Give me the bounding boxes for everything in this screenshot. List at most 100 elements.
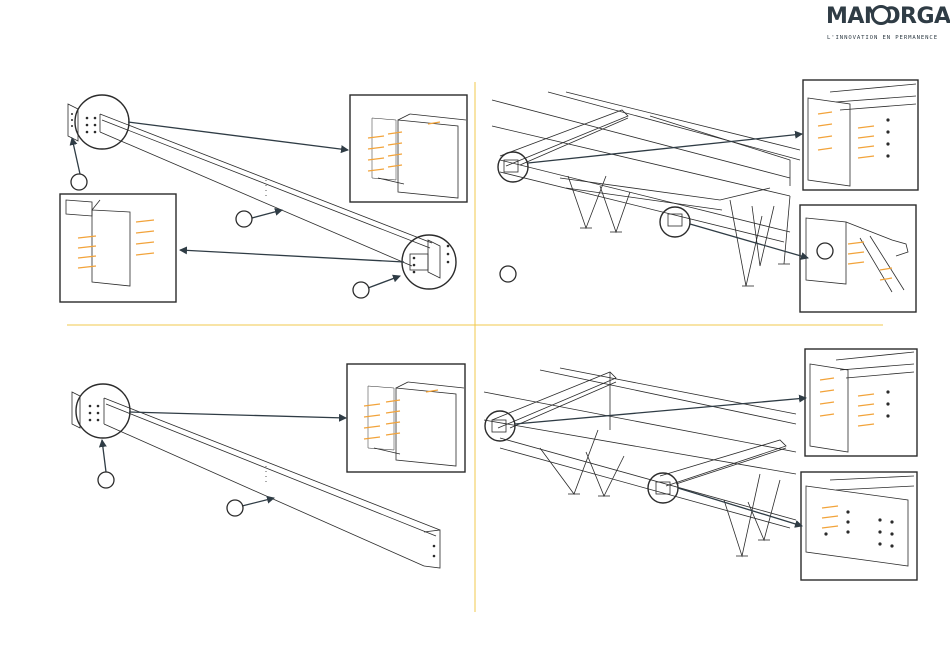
line-shape — [858, 404, 874, 406]
circle-shape — [94, 131, 97, 134]
panel-top-left — [60, 95, 467, 302]
polyline-shape — [540, 430, 598, 494]
polyline-shape — [846, 372, 914, 378]
callout-marker — [236, 211, 252, 227]
detail-view — [801, 472, 917, 580]
line-shape — [388, 143, 402, 145]
bolts — [364, 390, 438, 439]
connection-node — [668, 214, 682, 226]
circle-shape — [89, 405, 92, 408]
zoom-circle — [660, 207, 690, 237]
circle-shape — [97, 419, 100, 422]
line-shape — [408, 382, 464, 388]
line-shape — [364, 437, 380, 439]
detail-view — [805, 349, 917, 456]
line-shape — [378, 178, 404, 184]
polygon-shape — [92, 210, 130, 286]
line-shape — [100, 114, 432, 243]
bolts — [820, 378, 874, 426]
zoom-circle — [648, 473, 678, 503]
polyline-shape — [840, 104, 916, 110]
line-shape — [880, 268, 892, 270]
polygon-shape — [806, 486, 908, 566]
line-shape — [78, 246, 96, 248]
polygon-shape — [398, 120, 458, 198]
polyline-shape — [560, 178, 770, 200]
arrow — [242, 498, 274, 506]
circle-shape — [447, 253, 450, 256]
line-shape — [848, 242, 864, 244]
bolts — [368, 122, 440, 171]
circle-shape — [71, 125, 73, 127]
line-shape — [492, 100, 790, 178]
line-shape — [386, 411, 400, 413]
line-shape — [386, 433, 400, 435]
line-shape — [388, 154, 402, 156]
line-shape — [136, 253, 154, 255]
circle-shape — [846, 510, 849, 513]
line-shape — [410, 114, 466, 120]
arrow — [252, 210, 282, 218]
line-shape — [78, 266, 96, 268]
detail-view — [800, 205, 916, 312]
circle-shape — [886, 142, 889, 145]
rect-shape — [350, 95, 467, 202]
arrow — [678, 488, 802, 526]
line-shape — [820, 414, 834, 416]
rect-shape — [803, 80, 918, 190]
line-shape — [78, 256, 96, 258]
line-shape — [858, 136, 874, 138]
circle-shape — [89, 419, 92, 422]
line-shape — [858, 146, 874, 148]
bolts — [822, 506, 838, 528]
circle-shape — [447, 245, 450, 248]
polyline-shape — [840, 364, 914, 370]
circle-shape — [94, 117, 97, 120]
polyline-shape — [586, 452, 624, 496]
circle-shape — [886, 390, 889, 393]
rect-shape — [801, 472, 917, 580]
circle-shape — [94, 124, 97, 127]
bolts — [818, 112, 874, 158]
circle-shape — [97, 405, 100, 408]
line-shape — [368, 147, 384, 149]
line-shape — [388, 165, 402, 167]
circle-shape — [886, 154, 889, 157]
circle-shape — [86, 131, 89, 134]
truss-frame — [492, 92, 800, 286]
line-shape — [818, 148, 832, 150]
line-shape — [398, 114, 410, 120]
detail-view — [350, 95, 467, 202]
line-shape — [548, 92, 800, 160]
line-shape — [136, 220, 154, 222]
line-shape — [822, 506, 838, 508]
circle-shape — [89, 412, 92, 415]
line-shape — [78, 236, 96, 238]
callout-marker — [71, 174, 87, 190]
line-shape — [500, 438, 796, 520]
polygon-shape — [806, 218, 846, 284]
line-shape — [540, 370, 796, 424]
polyline-shape — [836, 486, 914, 490]
polyline-shape — [660, 440, 786, 486]
line-shape — [364, 426, 380, 428]
polyline-shape — [846, 222, 908, 256]
arrow — [690, 224, 808, 258]
truss-frame — [484, 368, 796, 556]
arrow — [528, 134, 802, 163]
line-shape — [104, 424, 424, 566]
arrow — [180, 250, 404, 262]
circle-shape — [71, 113, 73, 115]
polyline-shape — [424, 530, 440, 568]
line-shape — [100, 132, 412, 266]
line-shape — [500, 172, 784, 242]
polyline-shape — [752, 206, 774, 266]
polyline-shape — [600, 186, 630, 232]
end-plate-left — [68, 104, 78, 141]
arrow — [368, 276, 400, 288]
circle-shape — [846, 520, 849, 523]
line-shape — [368, 136, 384, 138]
detail-view — [347, 364, 465, 472]
rect-shape — [60, 194, 176, 302]
